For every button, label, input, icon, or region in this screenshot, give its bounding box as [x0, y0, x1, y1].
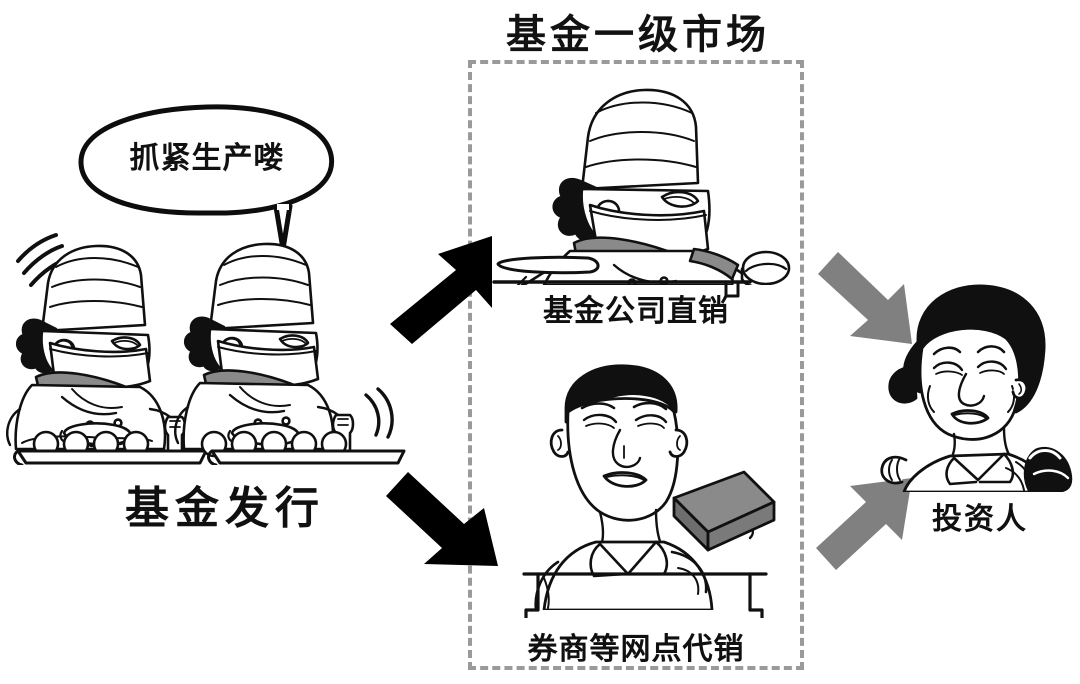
direct-sales-counter: [492, 255, 752, 298]
label-investor: 投资人: [932, 502, 1028, 537]
bun-tray-left: [13, 430, 208, 465]
label-direct-sales: 基金公司直销: [543, 294, 729, 329]
speech-bubble: 抓紧生产喽: [76, 103, 338, 252]
speech-bubble-shape: [78, 104, 335, 252]
chef-left-front: [174, 242, 394, 453]
chef-left-back: [6, 233, 187, 453]
investor-woman-illustration: [880, 284, 1073, 492]
speech-bubble-text: 抓紧生产喽: [129, 141, 285, 176]
agency-salesman-illustration: [534, 364, 776, 610]
bun-tray-right: [200, 430, 406, 465]
primary-market-boundary-box: [468, 60, 804, 670]
label-fund-issuance: 基金发行: [125, 483, 325, 534]
label-agency-sales: 券商等网点代销: [527, 632, 745, 667]
agency-sales-counter: [522, 572, 768, 618]
fund-issuance-chefs-illustration: [6, 233, 406, 465]
market-title: 基金一级市场: [506, 11, 770, 58]
